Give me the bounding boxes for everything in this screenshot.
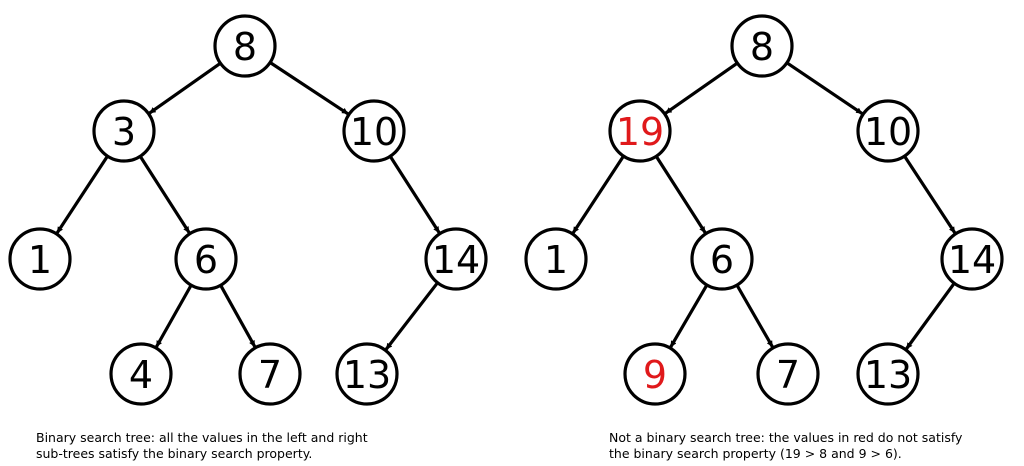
tree-edge-arrow [154,284,193,348]
node-value-label: 13 [864,353,912,397]
tree-node: 4 [109,342,173,406]
tree-edge-arrow [905,282,956,350]
caption-line: Not a binary search tree: the values in … [609,430,963,445]
node-value-label: 6 [710,238,734,282]
tree-node: 7 [756,342,820,406]
tree-node: 3 [92,99,156,163]
node-value-label: 9 [643,353,667,397]
node-circle [730,14,794,78]
node-circle [8,227,72,291]
node-circle [92,99,156,163]
node-value-label: 14 [948,238,996,282]
node-value-label: 13 [343,353,391,397]
node-circle [856,99,920,163]
node-value-label: 10 [864,110,912,154]
node-circle [238,342,302,406]
tree-node: 10 [856,99,920,163]
tree-node: 1 [8,227,72,291]
node-value-label: 8 [233,25,257,69]
node-circle [424,227,488,291]
node-value-label: 3 [112,110,136,154]
node-value-label: 19 [616,110,664,154]
tree-node: 6 [174,227,238,291]
node-circle [940,227,1004,291]
caption-line: sub-trees satisfy the binary search prop… [36,446,313,461]
node-circle [335,342,399,406]
tree-edge-arrow [903,155,957,234]
node-circle [690,227,754,291]
caption-invalid-bst: Not a binary search tree: the values in … [609,430,962,462]
caption-line: Binary search tree: all the values in th… [36,430,368,445]
node-value-label: 1 [544,238,568,282]
tree-node: 6 [690,227,754,291]
node-value-label: 8 [750,25,774,69]
node-value-label: 4 [129,353,153,397]
tree-node: 19 [608,99,672,163]
node-value-label: 7 [776,353,800,397]
tree-node: 9 [623,342,687,406]
node-circle [756,342,820,406]
tree-edge-arrow [571,155,625,234]
node-value-label: 1 [28,238,52,282]
node-circle [856,342,920,406]
caption-line: the binary search property (19 > 8 and 9… [609,446,902,461]
tree-node: 13 [856,342,920,406]
tree-node: 14 [940,227,1004,291]
tree-node: 10 [342,99,406,163]
tree-edge-arrow [148,61,222,115]
tree-edge-arrow [786,61,864,116]
node-value-label: 14 [432,238,480,282]
node-circle [608,99,672,163]
node-value-label: 7 [258,353,282,397]
node-circle [174,227,238,291]
node-circle [524,227,588,291]
tree-edge-arrow [654,155,707,234]
node-value-label: 10 [350,110,398,154]
tree-edge-arrow [55,155,109,234]
tree-edge-arrow [669,284,709,349]
node-circle [109,342,173,406]
tree-edge-arrow [664,61,739,115]
tree-node: 13 [335,342,399,406]
tree-edge-arrow [138,155,191,234]
tree-edge-arrow [269,61,349,116]
node-circle [342,99,406,163]
node-circle [623,342,687,406]
node-circle [213,14,277,78]
tree-edge-arrow [388,155,441,234]
tree-edge-arrow [219,284,257,348]
tree-node: 8 [213,14,277,78]
tree-node: 1 [524,227,588,291]
tree-node: 7 [238,342,302,406]
caption-valid-bst: Binary search tree: all the values in th… [36,430,368,462]
tree-node: 8 [730,14,794,78]
tree-edge-arrow [384,281,439,351]
tree-node: 14 [424,227,488,291]
tree-edge-arrow [735,284,774,348]
node-value-label: 6 [194,238,218,282]
